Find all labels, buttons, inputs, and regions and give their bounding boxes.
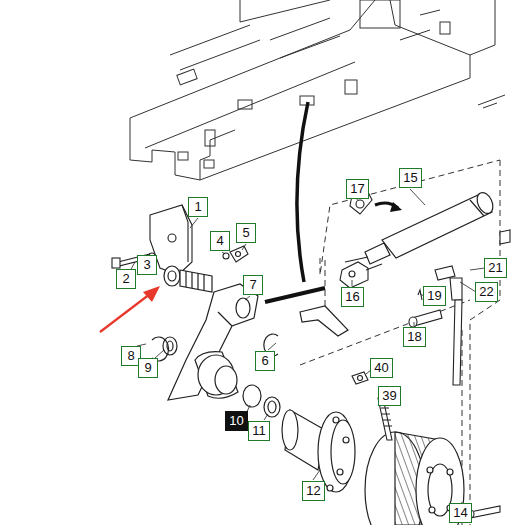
callout-number: 39 xyxy=(382,389,396,403)
callout-number: 22 xyxy=(479,285,493,299)
callout-box: 5 xyxy=(236,223,256,243)
callout-number: 17 xyxy=(350,182,364,196)
callout-box: 17 xyxy=(346,179,369,199)
move-arrow xyxy=(297,102,308,282)
callout-number: 1 xyxy=(194,200,201,214)
fitting-22 xyxy=(435,230,510,385)
callout-box: 9 xyxy=(138,358,158,378)
callout-number: 40 xyxy=(374,361,388,375)
callout-box: 3 xyxy=(137,255,157,275)
callout-number: 6 xyxy=(261,354,268,368)
callout-box: 40 xyxy=(370,358,393,378)
callout-box: 21 xyxy=(484,258,507,278)
callout-box: 2 xyxy=(116,269,136,289)
callout-number: 12 xyxy=(306,484,320,498)
leader-lines xyxy=(130,189,485,507)
callout-number: 5 xyxy=(242,226,249,240)
frame-outline xyxy=(130,0,505,180)
callout-number: 15 xyxy=(403,171,417,185)
callout-box: 19 xyxy=(423,286,446,306)
callout-number: 4 xyxy=(216,234,223,248)
callout-box: 15 xyxy=(399,168,422,188)
callout-box: 16 xyxy=(341,287,364,307)
callout-number: 11 xyxy=(252,424,266,438)
pointer-arrow xyxy=(100,286,160,332)
bar xyxy=(265,288,325,302)
callout-box: 6 xyxy=(255,351,275,371)
callout-box: 1 xyxy=(188,197,208,217)
callout-number: 8 xyxy=(127,349,134,363)
dashed-boundary xyxy=(300,160,500,525)
bolt-39-40 xyxy=(352,372,500,518)
clevis-16 xyxy=(340,262,382,288)
callout-number: 9 xyxy=(144,361,151,375)
arrow-17-head xyxy=(390,202,402,212)
callout-box: 12 xyxy=(302,481,325,501)
callout-number: 7 xyxy=(249,278,256,292)
callout-number: 18 xyxy=(407,330,421,344)
callout-box: 11 xyxy=(248,421,270,441)
rings xyxy=(152,334,280,417)
callout-number: 19 xyxy=(427,289,441,303)
callout-number: 3 xyxy=(143,258,150,272)
callout-number: 10 xyxy=(229,414,243,428)
callout-box: 4 xyxy=(210,231,230,251)
shaft-12 xyxy=(282,410,355,492)
callout-box: 7 xyxy=(243,275,263,295)
callout-number: 2 xyxy=(122,272,129,286)
callout-number: 14 xyxy=(453,506,467,520)
callout-number: 21 xyxy=(488,261,502,275)
callout-box: 10 xyxy=(225,411,248,431)
arm-7 xyxy=(168,284,348,400)
callout-box: 14 xyxy=(449,503,472,523)
callout-box: 18 xyxy=(403,327,426,347)
pivot-shaft xyxy=(164,266,212,292)
callout-box: 39 xyxy=(378,386,401,406)
callout-box: 22 xyxy=(475,282,498,302)
callout-number: 16 xyxy=(345,290,359,304)
